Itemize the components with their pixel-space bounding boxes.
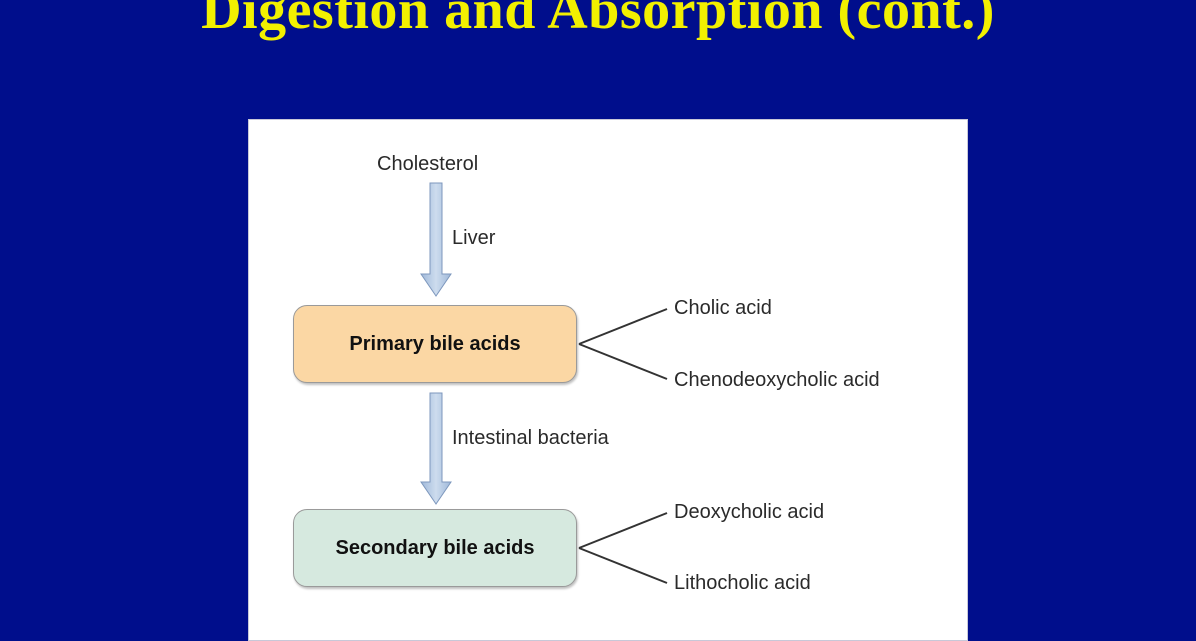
cholic-acid-label: Cholic acid: [674, 297, 772, 319]
bile-acid-diagram: Cholesterol Liver Primary bile acids Cho…: [248, 119, 968, 641]
bacteria-arrow: [420, 392, 452, 505]
diagram-connectors: [420, 182, 668, 584]
lithocholic-acid-label: Lithocholic acid: [674, 572, 811, 594]
secondary-branch-lines: [578, 512, 668, 584]
secondary-bile-acids-box: Secondary bile acids: [293, 509, 577, 587]
secondary-bile-acids-label: Secondary bile acids: [335, 536, 535, 559]
intestinal-bacteria-label: Intestinal bacteria: [452, 427, 609, 449]
slide-title: Digestion and Absorption (cont.): [201, 0, 995, 41]
deoxycholic-acid-label: Deoxycholic acid: [674, 501, 825, 523]
primary-bile-acids-box: Primary bile acids: [293, 305, 577, 383]
liver-arrow: [420, 182, 452, 297]
cholesterol-label: Cholesterol: [377, 153, 479, 175]
primary-bile-acids-label: Primary bile acids: [349, 332, 521, 355]
chenodeoxycholic-acid-label: Chenodeoxycholic acid: [674, 369, 880, 391]
primary-branch-lines: [578, 308, 668, 380]
liver-label: Liver: [452, 227, 496, 249]
